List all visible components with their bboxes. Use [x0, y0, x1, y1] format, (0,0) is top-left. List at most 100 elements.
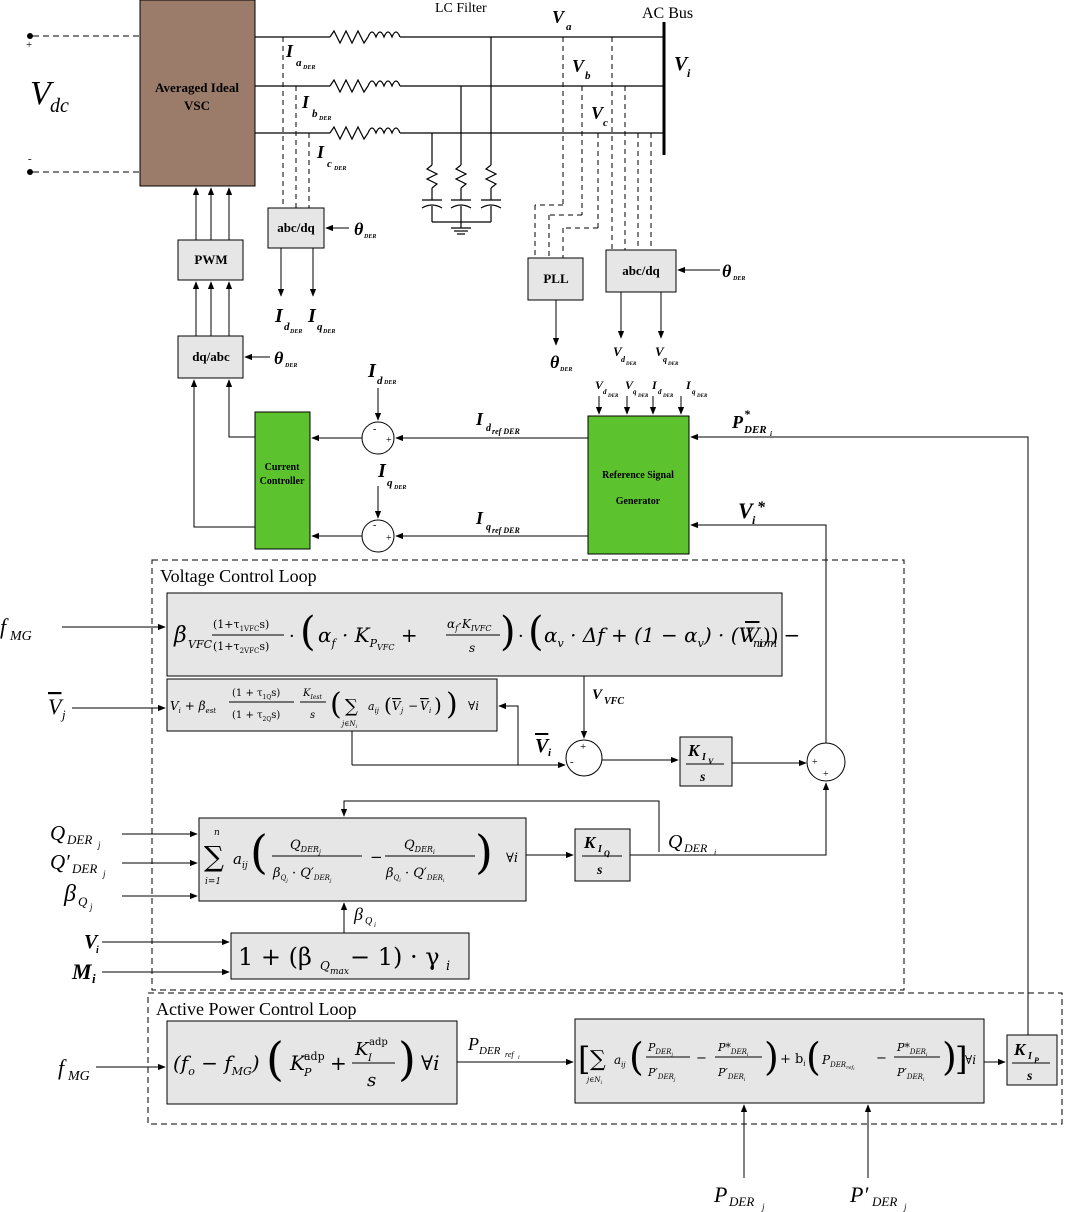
svg-text:DER: DER [683, 841, 708, 855]
svg-text:s: s [596, 863, 603, 878]
svg-text:Q: Q [320, 959, 330, 973]
svg-text:*: * [744, 407, 751, 421]
reference-signal-generator-block: Reference Signal Generator V d DER V q D… [587, 378, 1029, 1015]
svg-text:s: s [699, 770, 706, 785]
svg-text:M: M [71, 959, 93, 984]
svg-text:∑: ∑ [590, 1047, 606, 1072]
svg-text:d: d [658, 388, 662, 396]
fmg-label: f [0, 614, 9, 639]
svg-text:I: I [1027, 1051, 1033, 1062]
svg-text:β: β [173, 623, 187, 648]
svg-text:adp: adp [304, 1050, 325, 1063]
svg-text:DER: DER [289, 329, 302, 335]
svg-text:(: ( [250, 825, 268, 879]
svg-text:V: V [420, 699, 430, 713]
svg-text:i: i [548, 747, 552, 759]
svg-text:I: I [475, 508, 484, 528]
vj-label: V [48, 694, 64, 719]
svg-text:Q: Q [365, 916, 373, 927]
svg-text:DER: DER [66, 832, 92, 847]
svg-text:MG: MG [9, 629, 32, 644]
svg-text:DER: DER [728, 1194, 754, 1209]
svg-text:Generator: Generator [616, 496, 661, 507]
svg-text:V: V [595, 378, 604, 392]
svg-text:Controller: Controller [260, 476, 305, 487]
svg-text:−: − [696, 1051, 707, 1066]
svg-text:PWM: PWM [194, 252, 227, 267]
svg-text:V: V [745, 623, 762, 647]
lc-filter-label: LC Filter [435, 1, 487, 16]
active-power-control-loop: Active Power Control Loop (fo − fMG) ( K… [58, 992, 1063, 1212]
svg-text:j: j [399, 707, 404, 715]
pwm-block: PWM [177, 187, 244, 281]
svg-text:VFC: VFC [188, 638, 213, 651]
sum-id: - + I d DER [311, 360, 588, 455]
svg-text:+: + [812, 757, 818, 768]
svg-text:d: d [621, 355, 626, 364]
svg-text:DER: DER [637, 394, 649, 399]
svg-text:c: c [327, 158, 332, 170]
svg-text:j: j [761, 1202, 765, 1212]
svg-text:DER: DER [322, 329, 335, 335]
svg-text:P: P [731, 412, 744, 432]
svg-text:b: b [312, 108, 318, 120]
svg-text:n: n [214, 828, 220, 838]
svg-text:Current: Current [265, 462, 300, 473]
svg-text:): ) [942, 1035, 957, 1079]
beta-gamma-equation: 1 + (β Q max − 1) · γ i [238, 943, 450, 977]
kiv-block [679, 736, 733, 787]
svg-text:b: b [585, 70, 591, 82]
svg-text:s: s [1026, 1069, 1033, 1084]
svg-text:I: I [274, 305, 284, 327]
current-controller-block: Current Controller [190, 379, 311, 550]
estimator-block [166, 678, 498, 732]
svg-text:+: + [823, 769, 829, 780]
svg-text:(: ( [806, 1035, 821, 1079]
svg-text:·: · [289, 626, 295, 647]
svg-text:I: I [367, 360, 377, 382]
droop-equation: (fo − fMG) ( K P adp + K I adp s ) ∀i [173, 1032, 439, 1091]
svg-text:+: + [330, 1051, 347, 1075]
svg-text:ref DER: ref DER [492, 526, 520, 535]
svg-text:ref DER: ref DER [492, 427, 520, 436]
svg-text:DER: DER [478, 1045, 501, 1057]
svg-text:ref: ref [505, 1050, 515, 1059]
svg-text:DER: DER [667, 362, 679, 367]
svg-text:j∈Ni: j∈Ni [585, 1076, 602, 1086]
dc-source: + - V dc [26, 33, 140, 175]
svg-text:+: + [580, 741, 586, 753]
voltage-control-loop: Voltage Control Loop β VFC (1+τ1VFCs) (1… [0, 559, 905, 991]
current-measurement-lines [282, 37, 310, 208]
svg-text:P: P [303, 1066, 312, 1079]
svg-text:P: P [1034, 1056, 1039, 1065]
svg-text:-: - [373, 424, 376, 435]
voltage-labels: V a V b V c V i [552, 7, 691, 129]
svg-text:): ) [500, 609, 516, 655]
svg-text:Q: Q [668, 831, 683, 853]
svg-text:θ: θ [354, 219, 364, 239]
svg-text:I: I [367, 1053, 373, 1064]
svg-text:VFC: VFC [604, 696, 624, 707]
svg-text:(: ( [629, 1035, 644, 1079]
svg-text:j: j [102, 869, 106, 879]
svg-text:Reference Signal: Reference Signal [602, 470, 674, 481]
svg-text:∀i: ∀i [421, 1051, 439, 1075]
svg-text:c: c [603, 117, 608, 129]
svg-text:j: j [97, 840, 101, 850]
svg-text:−: − [408, 699, 418, 713]
svg-text:DER: DER [363, 234, 376, 240]
svg-text:d: d [486, 423, 492, 434]
svg-text:q: q [663, 355, 667, 364]
svg-text:K: K [583, 833, 597, 852]
svg-text:P′: P′ [849, 1182, 869, 1207]
svg-text:V: V [708, 757, 714, 766]
sum-right [806, 742, 846, 782]
svg-text:I: I [651, 378, 658, 392]
svg-text:I: I [685, 378, 692, 392]
svg-text:aij: aij [368, 700, 380, 715]
svg-text:DER: DER [743, 424, 767, 436]
svg-text:V: V [738, 498, 755, 523]
minus-sign: - [28, 153, 32, 165]
svg-text:+ bi: + bi [780, 1052, 806, 1068]
